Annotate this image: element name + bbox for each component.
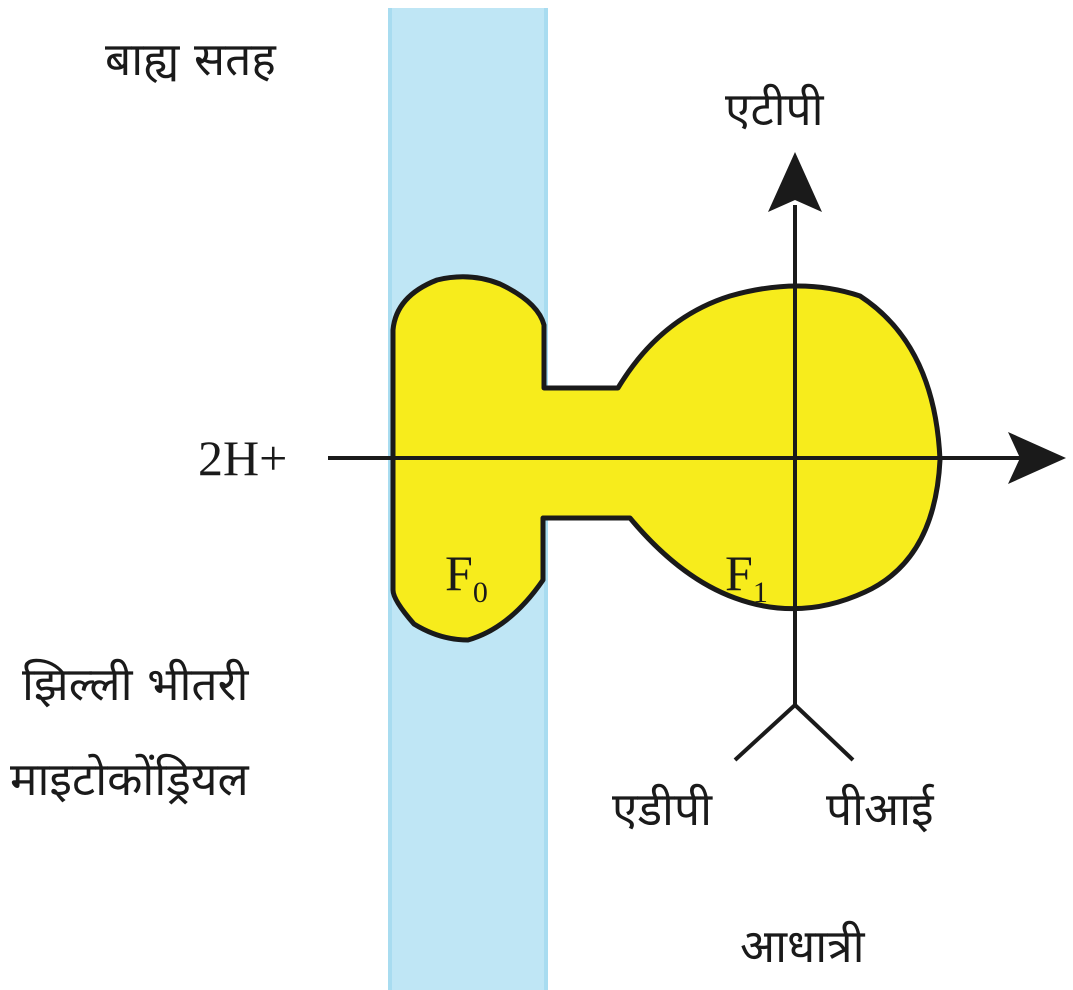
f1-main: F: [725, 545, 753, 601]
f0-subscript: 0: [473, 576, 488, 609]
atp-label: एटीपी: [725, 82, 825, 136]
outer-surface-label: बाह्य सतह: [105, 32, 277, 86]
f1-subscript: 1: [753, 576, 768, 609]
up-arrowhead: [768, 152, 822, 212]
proton-label: 2H+: [198, 430, 287, 486]
pi-label: पीआई: [826, 782, 935, 836]
adp-label: एडीपी: [612, 782, 713, 836]
inner-membrane-label-line2: माइटोकोंड्रियल: [10, 752, 250, 806]
pi-branch: [795, 705, 853, 760]
f0-main: F: [445, 545, 473, 601]
adp-branch: [735, 705, 795, 760]
matrix-label: आधात्री: [740, 919, 866, 973]
inner-membrane-label-line1: झिल्ली भीतरी: [22, 657, 249, 711]
